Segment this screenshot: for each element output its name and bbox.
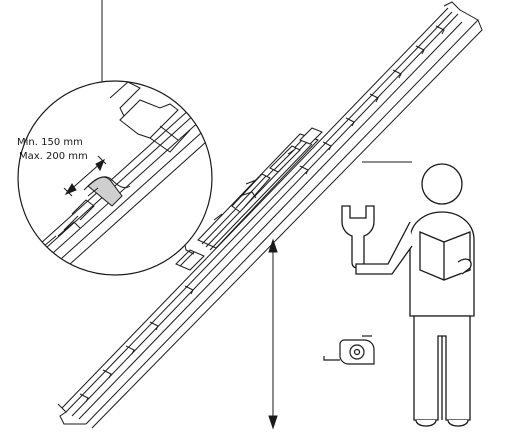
- wrench-icon: [341, 205, 375, 269]
- batten-marks: [79, 25, 445, 403]
- roof-line-4: [78, 21, 463, 420]
- flashing-assembly: [175, 127, 323, 271]
- ridge-cap: [443, 1, 479, 21]
- roof-section: [57, 1, 483, 429]
- person-reading-manual-icon: [355, 163, 475, 427]
- detail-circle: [17, 80, 213, 276]
- eave-end: [57, 403, 86, 425]
- detail-callout: Min. 150 mm Max. 200 mm: [17, 80, 213, 276]
- roof-bottom-edge: [85, 19, 483, 429]
- tape-measure-icon: [323, 335, 375, 365]
- roof-top-edge: [61, 7, 449, 409]
- overlap-dimension: [63, 155, 107, 197]
- roof-line-2: [65, 11, 453, 413]
- roof-line-3: [71, 13, 459, 417]
- max-overlap-label: Max. 200 mm: [19, 151, 88, 162]
- min-overlap-label: Min. 150 mm: [17, 137, 83, 148]
- height-dimension-arrow: [268, 238, 278, 430]
